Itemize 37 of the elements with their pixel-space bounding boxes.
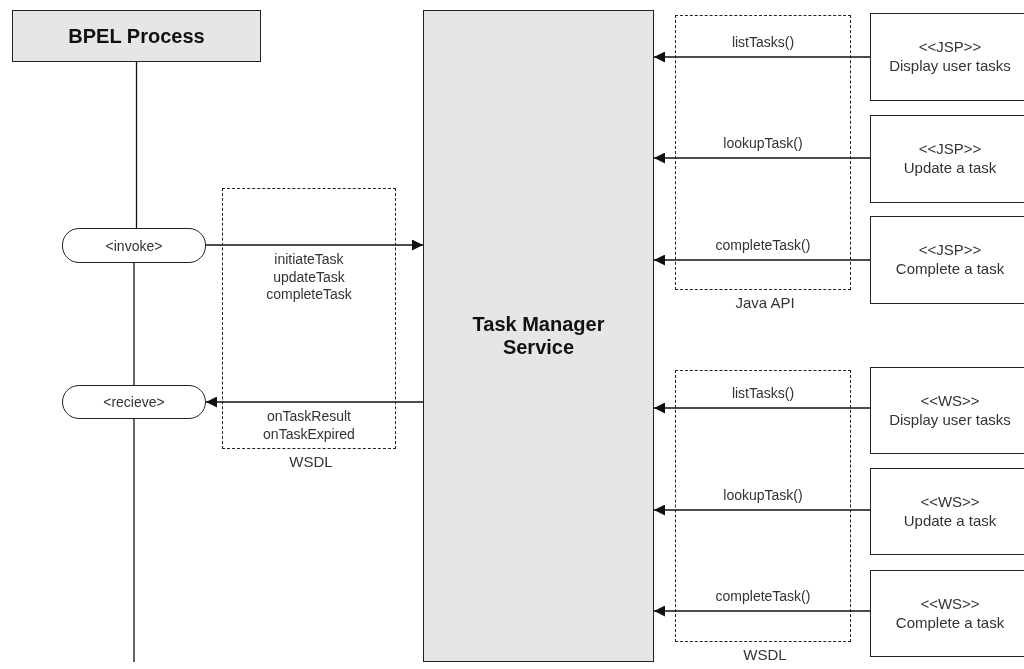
activity-name: <recieve>: [103, 394, 165, 410]
client-name: Complete a task: [895, 613, 1005, 633]
message-arrow: [653, 402, 871, 414]
client-box: [870, 13, 1024, 101]
client-box: [870, 367, 1024, 454]
stereotype-label: <<JSP>>: [918, 38, 982, 57]
message-arrow: [653, 152, 871, 164]
stereotype-label: <<JSP>>: [918, 140, 982, 159]
client-box: [870, 115, 1024, 203]
client-box: [870, 570, 1024, 657]
message-arrow: [653, 254, 871, 266]
client-name: Complete a task: [895, 260, 1005, 279]
stereotype-label: <<WS>>: [920, 391, 980, 411]
activity-pill: [62, 228, 206, 263]
participant-name: BPEL Process: [68, 24, 205, 48]
activity-pill: [62, 385, 206, 419]
lifeline: [133, 418, 135, 663]
client-name: Update a task: [903, 511, 997, 531]
service-name: Task Manager Service: [471, 313, 606, 359]
message-arrow: [653, 51, 871, 63]
service-box: [423, 10, 654, 662]
stereotype-label: <<JSP>>: [918, 241, 982, 260]
message-arrow: [205, 396, 424, 408]
client-name: Update a task: [903, 159, 997, 178]
lifeline: [133, 262, 135, 386]
message-arrow: [205, 239, 424, 251]
participant-box: [12, 10, 261, 62]
client-name: Display user tasks: [889, 410, 1011, 430]
stereotype-label: <<WS>>: [920, 594, 980, 614]
client-box: [870, 216, 1024, 304]
client-name: Display user tasks: [889, 57, 1011, 76]
stereotype-label: <<WS>>: [920, 492, 980, 512]
client-box: [870, 468, 1024, 555]
lifeline: [135, 61, 138, 229]
message-arrow: [653, 504, 871, 516]
activity-name: <invoke>: [105, 237, 163, 254]
message-arrow: [653, 605, 871, 617]
